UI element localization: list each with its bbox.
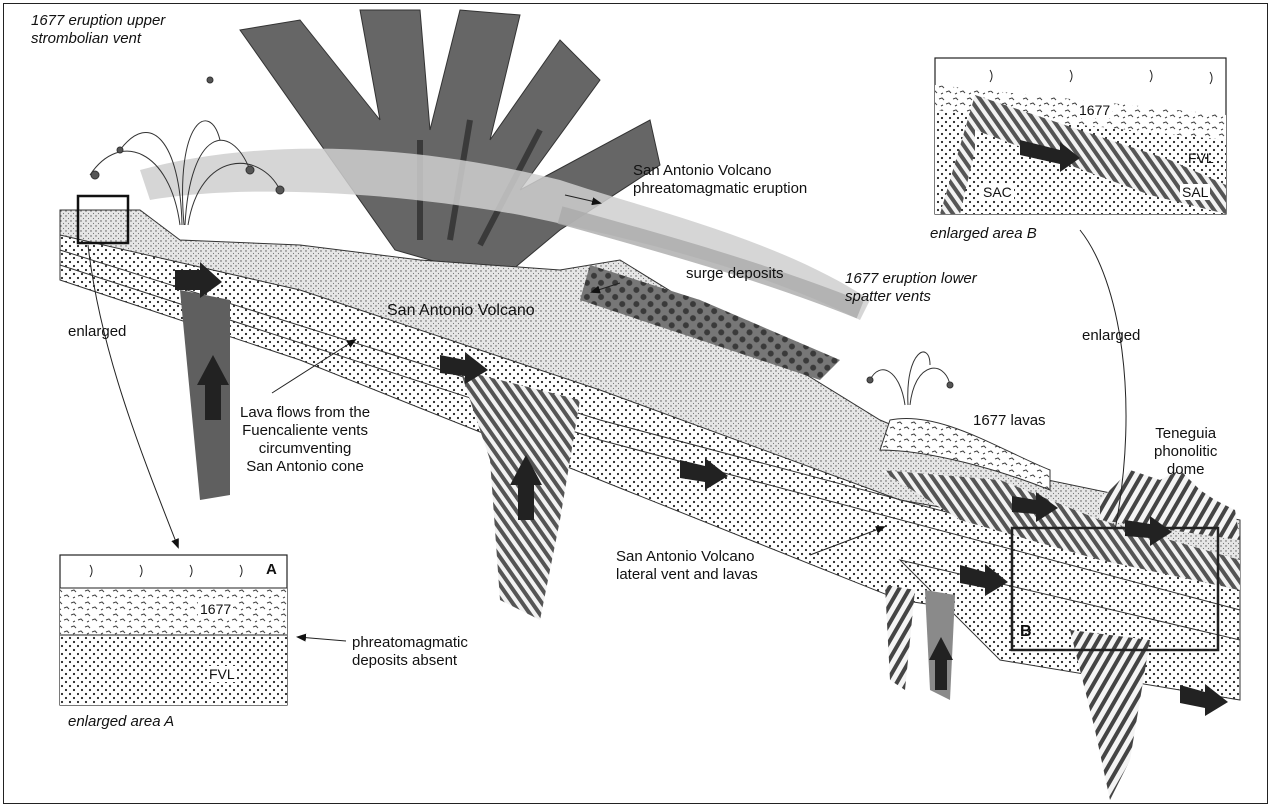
inset-a-graphic [60, 555, 287, 705]
enlarged-left-label: enlarged [68, 323, 126, 341]
inset-a-letter: A [266, 561, 277, 578]
surge-deposits-label: surge deposits [686, 265, 784, 283]
phreatomagmatic-plume [240, 10, 660, 280]
san-antonio-volcano-label: San Antonio Volcano [387, 302, 535, 320]
feeder-dike-5 [1070, 630, 1150, 800]
enlarged-right-label: enlarged [1082, 327, 1140, 345]
inset-b-1677: 1677 [1077, 102, 1112, 118]
area-b-caption: enlarged area B [930, 225, 1037, 243]
inset-b-fvl: FVL [1188, 150, 1214, 166]
inset-a-fvl: FVL [207, 666, 237, 682]
feeder-dike-3 [885, 585, 915, 690]
lower-spatter-vents [867, 352, 953, 405]
inset-b-sac: SAC [981, 184, 1014, 200]
inset-b-sal: SAL [1180, 184, 1210, 200]
area-a-caption: enlarged area A [68, 713, 174, 731]
1677-lavas-label: 1677 lavas [973, 412, 1046, 430]
area-b-letter: B [1020, 623, 1032, 641]
inset-a-1677: 1677 [198, 601, 233, 617]
